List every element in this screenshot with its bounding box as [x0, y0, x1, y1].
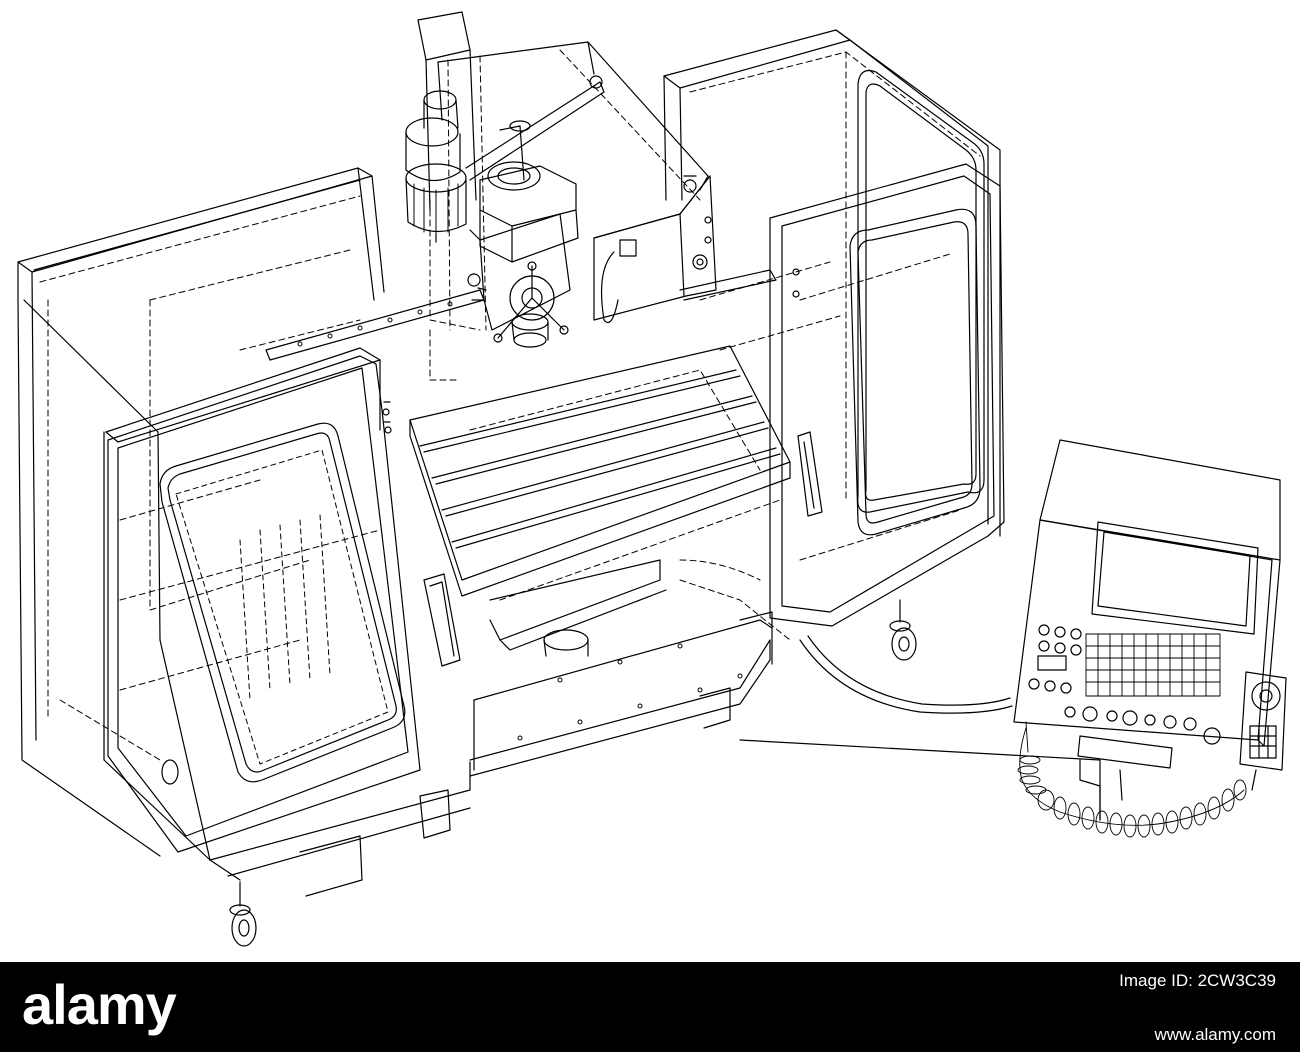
left-door	[107, 355, 461, 853]
milling-machine-illustration	[17, 11, 1287, 947]
coiled-cable	[1017, 721, 1247, 838]
machine-column	[417, 11, 709, 331]
rail-scale	[265, 269, 777, 361]
spindle-head	[405, 75, 605, 348]
right-back-frame	[663, 29, 1001, 537]
alamy-url-text: www.alamy.com	[1154, 1025, 1276, 1044]
pendant-cable	[739, 635, 1101, 821]
control-pendant	[1013, 439, 1287, 791]
stock-footer-bar: alamy Image ID: 2CW3C39 www.alamy.com	[0, 962, 1300, 1052]
machine-base	[299, 559, 791, 897]
pendant-arm	[1079, 759, 1123, 821]
head-control-box	[593, 175, 717, 324]
caster-wheels	[161, 599, 917, 947]
alamy-logo-wordmark: alamy	[22, 974, 177, 1036]
milling-machine-wireframe	[17, 11, 1287, 947]
left-enclosure	[17, 167, 471, 881]
right-door	[769, 163, 1005, 627]
t-slot-table	[409, 345, 791, 657]
image-id-text: Image ID: 2CW3C39	[1119, 971, 1276, 990]
alamy-logo: alamy	[22, 974, 178, 1036]
